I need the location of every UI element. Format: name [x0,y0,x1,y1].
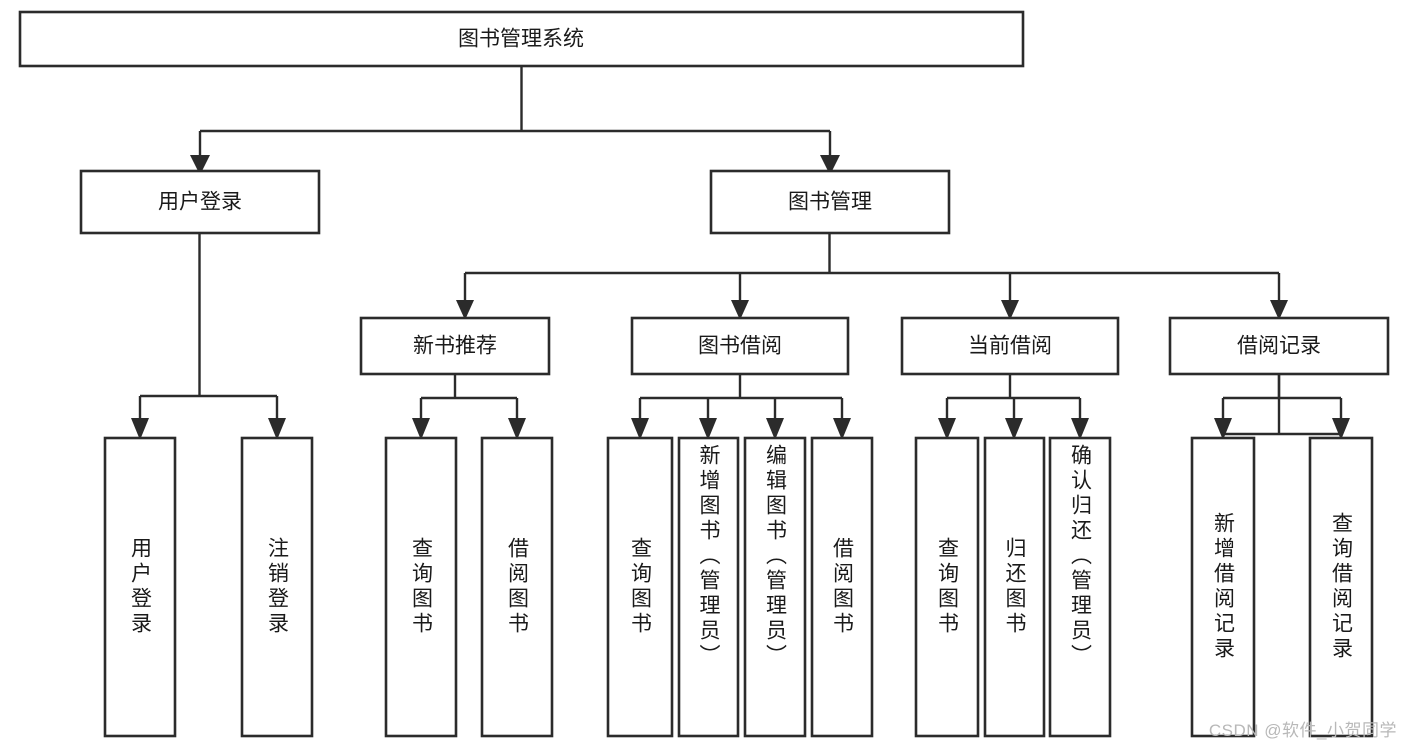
edge-newbook-bus [419,374,519,423]
node-book-manage-box[interactable] [709,169,951,235]
leaf-br-add[interactable]: 新增借阅记录 [1192,438,1254,736]
watermark: CSDN @软件_小贺同学 [1208,721,1397,740]
leaf-nb-query-label: 查询图书 [409,537,433,637]
node-book-manage-label: 图书管理 [788,191,872,214]
arrow-icon-to-current [1001,300,1019,320]
leaf-bb-add-label: 新增图书（管理员） [697,444,720,669]
leaf-bb-edit[interactable]: 编辑图书（管理员） [745,444,805,736]
node-new-book-recommend[interactable]: 新书推荐 [359,316,551,376]
leaf-bb-query[interactable]: 查询图书 [608,438,672,736]
leaf-br-query-label: 查询借阅记录 [1329,512,1353,662]
arrow-icon-to-leaf-nb-query [412,418,430,440]
leaf-cb-query-label: 查询图书 [935,537,959,637]
leaf-cb-confirm[interactable]: 确认归还（管理员） [1050,444,1110,736]
node-root-label: 图书管理系统 [458,28,584,51]
leaf-br-query-box[interactable] [1308,436,1374,738]
leaf-nb-query[interactable]: 查询图书 [386,438,456,736]
leaf-cb-return[interactable]: 归还图书 [985,438,1044,736]
leaf-bb-query-label: 查询图书 [628,537,652,637]
leaf-br-query[interactable]: 查询借阅记录 [1310,438,1372,736]
arrow-icon-to-leaf-nb-borrow [508,418,526,440]
node-book-manage[interactable]: 图书管理 [709,169,951,235]
node-book-borrow-box[interactable] [630,316,850,376]
leaf-logout[interactable]: 注销登录 [242,438,312,736]
edge-borrowrecord-bus [1221,374,1343,436]
leaf-br-add-box[interactable] [1190,436,1256,738]
arrow-icon-to-leaf-bb-lend [833,418,851,440]
node-root-box[interactable] [18,10,1025,68]
arrow-icon-to-leaf-br-query [1332,418,1350,440]
leaf-layer [103,436,1374,738]
leaf-cb-query[interactable]: 查询图书 [916,438,978,736]
arrow-icon-to-new-book [456,300,474,320]
connector-layer [138,66,1343,436]
arrow-icon-to-leaf-bb-query [631,418,649,440]
node-user-login[interactable]: 用户登录 [79,169,321,235]
node-borrow-record-box[interactable] [1168,316,1390,376]
leaf-nb-borrow-label: 借阅图书 [505,537,529,637]
arrow-icon-to-user-login [190,155,210,175]
leaf-nb-query-box[interactable] [384,436,458,738]
arrow-icon-to-leaf-cb-query [938,418,956,440]
edge-bookmanage-bus [463,233,1281,303]
node-user-login-box[interactable] [79,169,321,235]
node-current-borrow[interactable]: 当前借阅 [900,316,1120,376]
leaf-cb-confirm-box[interactable] [1048,436,1112,738]
node-current-borrow-label: 当前借阅 [968,335,1052,358]
arrow-icon-to-leaf-cb-return [1005,418,1023,440]
leaf-br-add-label: 新增借阅记录 [1211,512,1235,662]
leaf-bb-add-box[interactable] [677,436,740,738]
node-user-login-label: 用户登录 [158,191,242,214]
leaf-user-login-box[interactable] [103,436,177,738]
leaf-bb-add[interactable]: 新增图书（管理员） [679,444,738,736]
arrow-icon-to-leaf-user-login [131,418,149,440]
edge-bookborrow-bus [638,374,844,423]
node-book-borrow-label: 图书借阅 [698,335,782,358]
arrow-icon-to-leaf-logout [268,418,286,440]
leaf-user-login[interactable]: 用户登录 [105,438,175,736]
arrow-icon-to-leaf-bb-edit [766,418,784,440]
arrowhead-layer [131,155,1350,440]
leaf-bb-lend[interactable]: 借阅图书 [812,438,872,736]
arrow-icon-to-record [1270,300,1288,320]
leaf-nb-borrow[interactable]: 借阅图书 [482,438,552,736]
edge-root-bus [198,66,832,156]
leaf-nb-borrow-box[interactable] [480,436,554,738]
node-borrow-record[interactable]: 借阅记录 [1168,316,1390,376]
arrow-icon-to-book-borrow [731,300,749,320]
leaf-cb-return-label: 归还图书 [1003,537,1026,637]
node-book-borrow[interactable]: 图书借阅 [630,316,850,376]
node-root[interactable]: 图书管理系统 [18,10,1025,68]
leaf-bb-query-box[interactable] [606,436,674,738]
leaf-cb-confirm-label: 确认归还（管理员） [1068,444,1092,669]
edge-borrowrecord-bus-fix [1221,374,1343,423]
leaf-bb-lend-label: 借阅图书 [830,537,854,637]
node-borrow-record-label: 借阅记录 [1237,335,1321,358]
leaf-cb-return-box[interactable] [983,436,1046,738]
arrow-icon-to-book-manage [820,155,840,175]
leaf-bb-lend-box[interactable] [810,436,874,738]
arrow-icon-to-leaf-br-add [1214,418,1232,440]
leaf-logout-box[interactable] [240,436,314,738]
leaf-bb-edit-label: 编辑图书（管理员） [763,444,787,669]
leaf-cb-query-box[interactable] [914,436,980,738]
node-new-book-recommend-label: 新书推荐 [413,335,497,358]
edge-currentborrow-bus [945,374,1082,423]
node-current-borrow-box[interactable] [900,316,1120,376]
leaf-user-login-label: 用户登录 [128,537,152,637]
leaf-bb-edit-box[interactable] [743,436,807,738]
leaf-logout-label: 注销登录 [265,537,289,637]
node-new-book-recommend-box[interactable] [359,316,551,376]
arrow-icon-to-leaf-bb-add [699,418,717,440]
arrow-icon-to-leaf-cb-confirm [1071,418,1089,440]
edge-userlogin-bus [138,233,279,423]
